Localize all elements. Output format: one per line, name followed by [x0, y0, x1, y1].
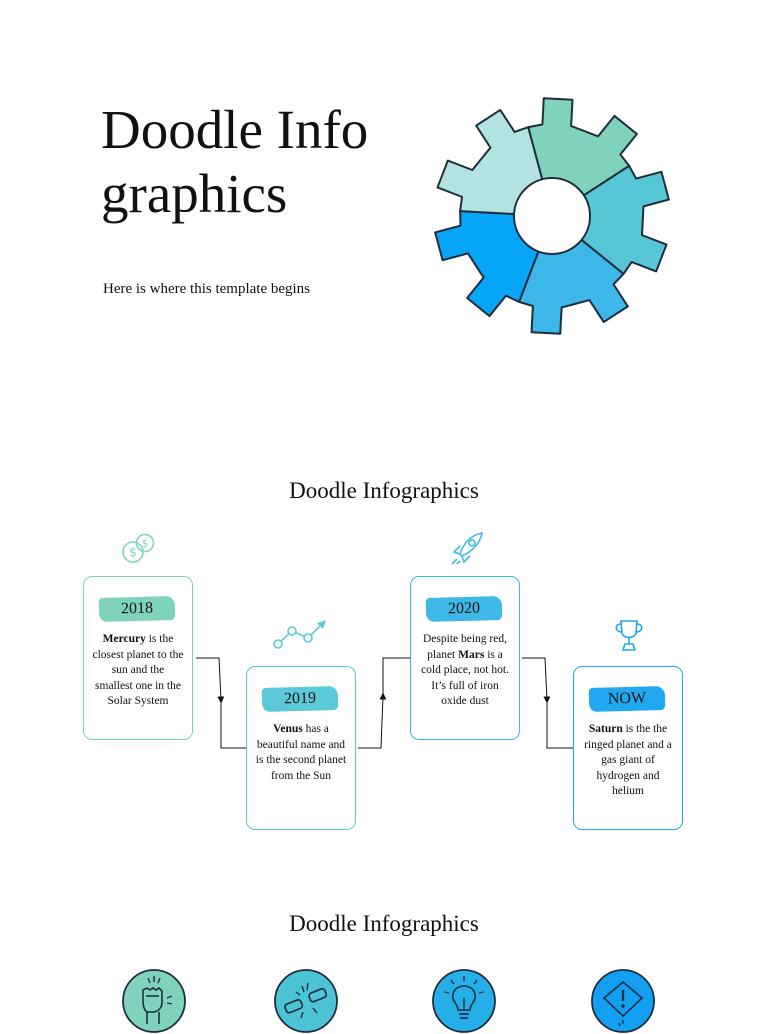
warning-sign-icon	[591, 969, 655, 1033]
year-badge: 2018	[98, 596, 176, 622]
icon-row-title: Doodle Infographics	[289, 911, 479, 936]
year-badge: 2019	[261, 686, 339, 712]
broken-chain-icon	[274, 969, 338, 1033]
timeline-card-2018: 2018 Mercury is the closest planet to th…	[83, 576, 193, 740]
cover-subtitle: Here is where this template begins	[103, 281, 311, 297]
timeline-card-2020: 2020 Despite being red, planet Mars is a…	[410, 576, 520, 740]
gear-icon	[434, 97, 670, 335]
svg-text:$: $	[142, 537, 149, 550]
connector-2	[358, 692, 387, 749]
card-description: Despite being red, planet Mars is a cold…	[421, 633, 509, 707]
connector-3b	[546, 700, 573, 749]
timeline-card-now: NOW Saturn is the the ringed planet and …	[573, 666, 683, 830]
timeline-title: Doodle Infographics	[289, 478, 479, 503]
light-bulb-icon	[432, 969, 496, 1033]
connector-1b	[220, 700, 246, 749]
timeline-card-2019: 2019 Venus has a beautiful name and is t…	[246, 666, 356, 830]
cover-title: Doodle Infographics	[101, 99, 369, 224]
growth-chart-icon	[273, 620, 326, 649]
rocket-icon	[451, 531, 484, 565]
card-description: Saturn is the the ringed planet and a ga…	[584, 723, 672, 797]
connector-1	[196, 657, 225, 704]
connector-3	[522, 657, 551, 704]
raised-fist-icon	[122, 969, 186, 1033]
connector-2b	[382, 657, 410, 696]
coins-icon: $ $	[122, 533, 155, 563]
trophy-icon	[615, 620, 643, 651]
year-badge: 2020	[425, 596, 503, 622]
card-description: Mercury is the closest planet to the sun…	[92, 633, 184, 707]
year-badge: NOW	[588, 686, 666, 712]
card-description: Venus has a beautiful name and is the se…	[255, 723, 347, 782]
svg-text:$: $	[129, 546, 137, 560]
gear-hole	[513, 177, 591, 255]
gear-segment	[436, 108, 544, 216]
